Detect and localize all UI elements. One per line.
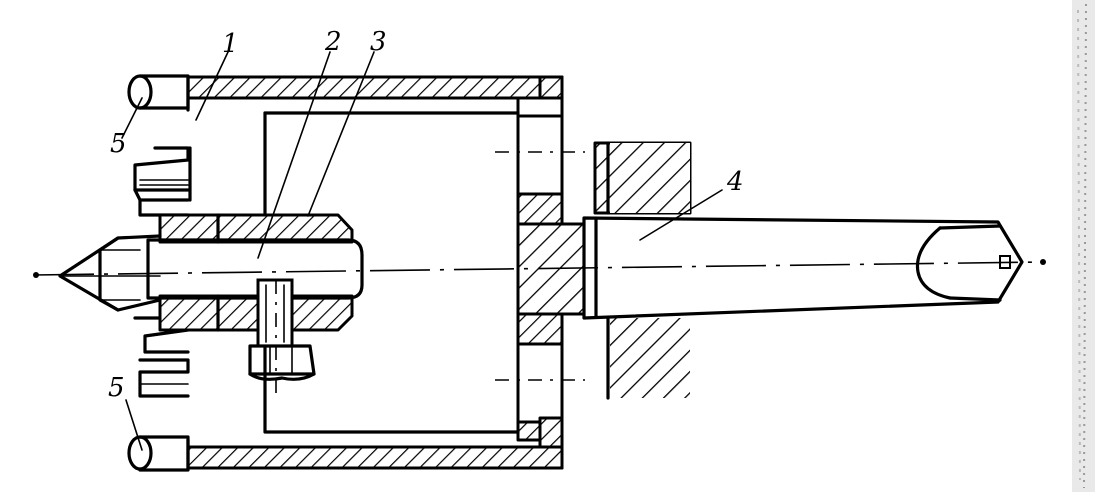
label-housing: 1: [222, 29, 239, 59]
support-body: [593, 141, 692, 400]
label-jaw-top: 5: [110, 129, 127, 159]
label-taper-shank: 4: [726, 167, 744, 197]
taper-shank: [582, 216, 1024, 320]
center-lines: [33, 151, 1046, 381]
scan-edge-noise: [1072, 0, 1095, 492]
jaw-top: [127, 74, 190, 217]
leader-lines: [121, 51, 723, 451]
center-shaft: [58, 234, 364, 312]
label-jaw-bottom: 5: [108, 373, 125, 403]
callouts: 1 2 3 4 5 5: [108, 27, 744, 403]
label-bushing: 3: [370, 27, 387, 57]
clamp-screw: [248, 278, 316, 395]
housing-shell: [186, 75, 586, 470]
label-shaft: 2: [324, 27, 342, 57]
jaw-bottom: [127, 316, 190, 472]
